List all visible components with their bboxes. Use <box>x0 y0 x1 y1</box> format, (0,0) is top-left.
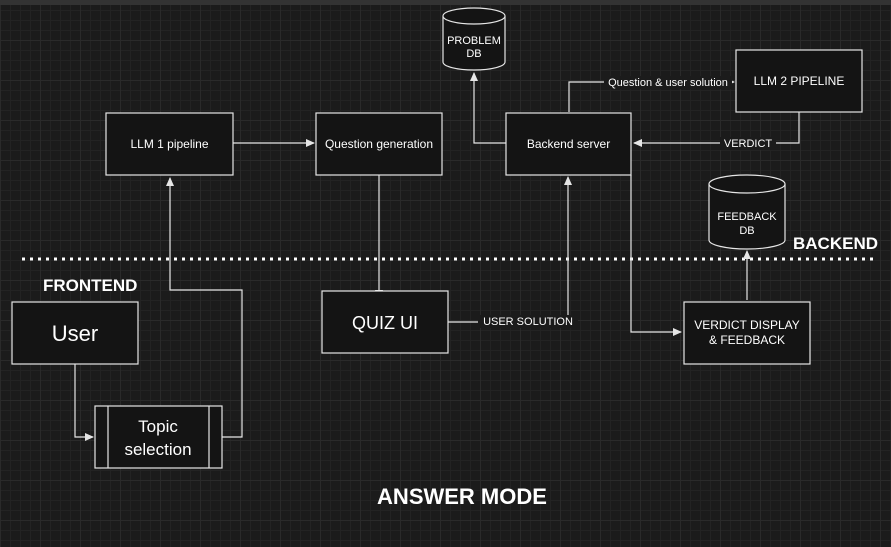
node-problem-db[interactable]: PROBLEM DB <box>442 7 506 71</box>
verdict-display-label-line2: & FEEDBACK <box>709 333 785 347</box>
edge-quiz-ui-to-backend-server <box>448 176 572 323</box>
verdict-display-label-line1: VERDICT DISPLAY <box>694 318 800 332</box>
feedback-db-label-line1: FEEDBACK <box>717 211 777 223</box>
node-backend-server[interactable]: Backend server <box>505 112 632 176</box>
edge-label-user-solution: USER SOLUTION <box>483 316 573 328</box>
diagram-mode-title: ANSWER MODE <box>377 484 547 509</box>
node-question-generation-label: Question generation <box>325 137 433 151</box>
node-llm1-pipeline-label: LLM 1 pipeline <box>130 137 208 151</box>
section-frontend-heading: FRONTEND <box>43 276 137 295</box>
node-user-label: User <box>52 321 98 346</box>
node-quiz-ui-label: QUIZ UI <box>352 313 418 333</box>
node-user[interactable]: User <box>11 301 139 365</box>
topic-selection-label-line2: selection <box>124 440 191 459</box>
node-quiz-ui[interactable]: QUIZ UI <box>321 290 449 354</box>
problem-db-label-line2: DB <box>466 48 481 60</box>
node-backend-server-label: Backend server <box>527 137 610 151</box>
node-llm2-pipeline[interactable]: LLM 2 PIPELINE <box>735 49 863 113</box>
node-question-generation[interactable]: Question generation <box>315 112 443 176</box>
topic-selection-label-line1: Topic <box>138 417 178 436</box>
section-backend-heading: BACKEND <box>793 234 878 253</box>
edge-backend-to-problem-db <box>470 72 506 144</box>
top-edge-bar <box>0 0 891 5</box>
node-topic-selection[interactable]: Topic selection <box>94 405 223 469</box>
edge-llm2-to-backend-verdict <box>633 112 800 147</box>
edge-label-question-and-user-solution: Question & user solution <box>608 77 728 89</box>
edge-user-to-topic-selection <box>74 364 94 441</box>
edge-topic-selection-to-llm1 <box>166 177 243 438</box>
node-verdict-display[interactable]: VERDICT DISPLAY & FEEDBACK <box>683 301 811 365</box>
node-feedback-db[interactable]: FEEDBACK DB <box>708 174 786 250</box>
node-llm2-pipeline-label: LLM 2 PIPELINE <box>754 74 845 88</box>
feedback-db-label-line2: DB <box>739 225 754 237</box>
node-llm1-pipeline[interactable]: LLM 1 pipeline <box>105 112 234 176</box>
edge-backend-to-verdict-display <box>630 175 682 336</box>
edge-label-verdict: VERDICT <box>724 138 773 150</box>
problem-db-label-line1: PROBLEM <box>447 35 501 47</box>
